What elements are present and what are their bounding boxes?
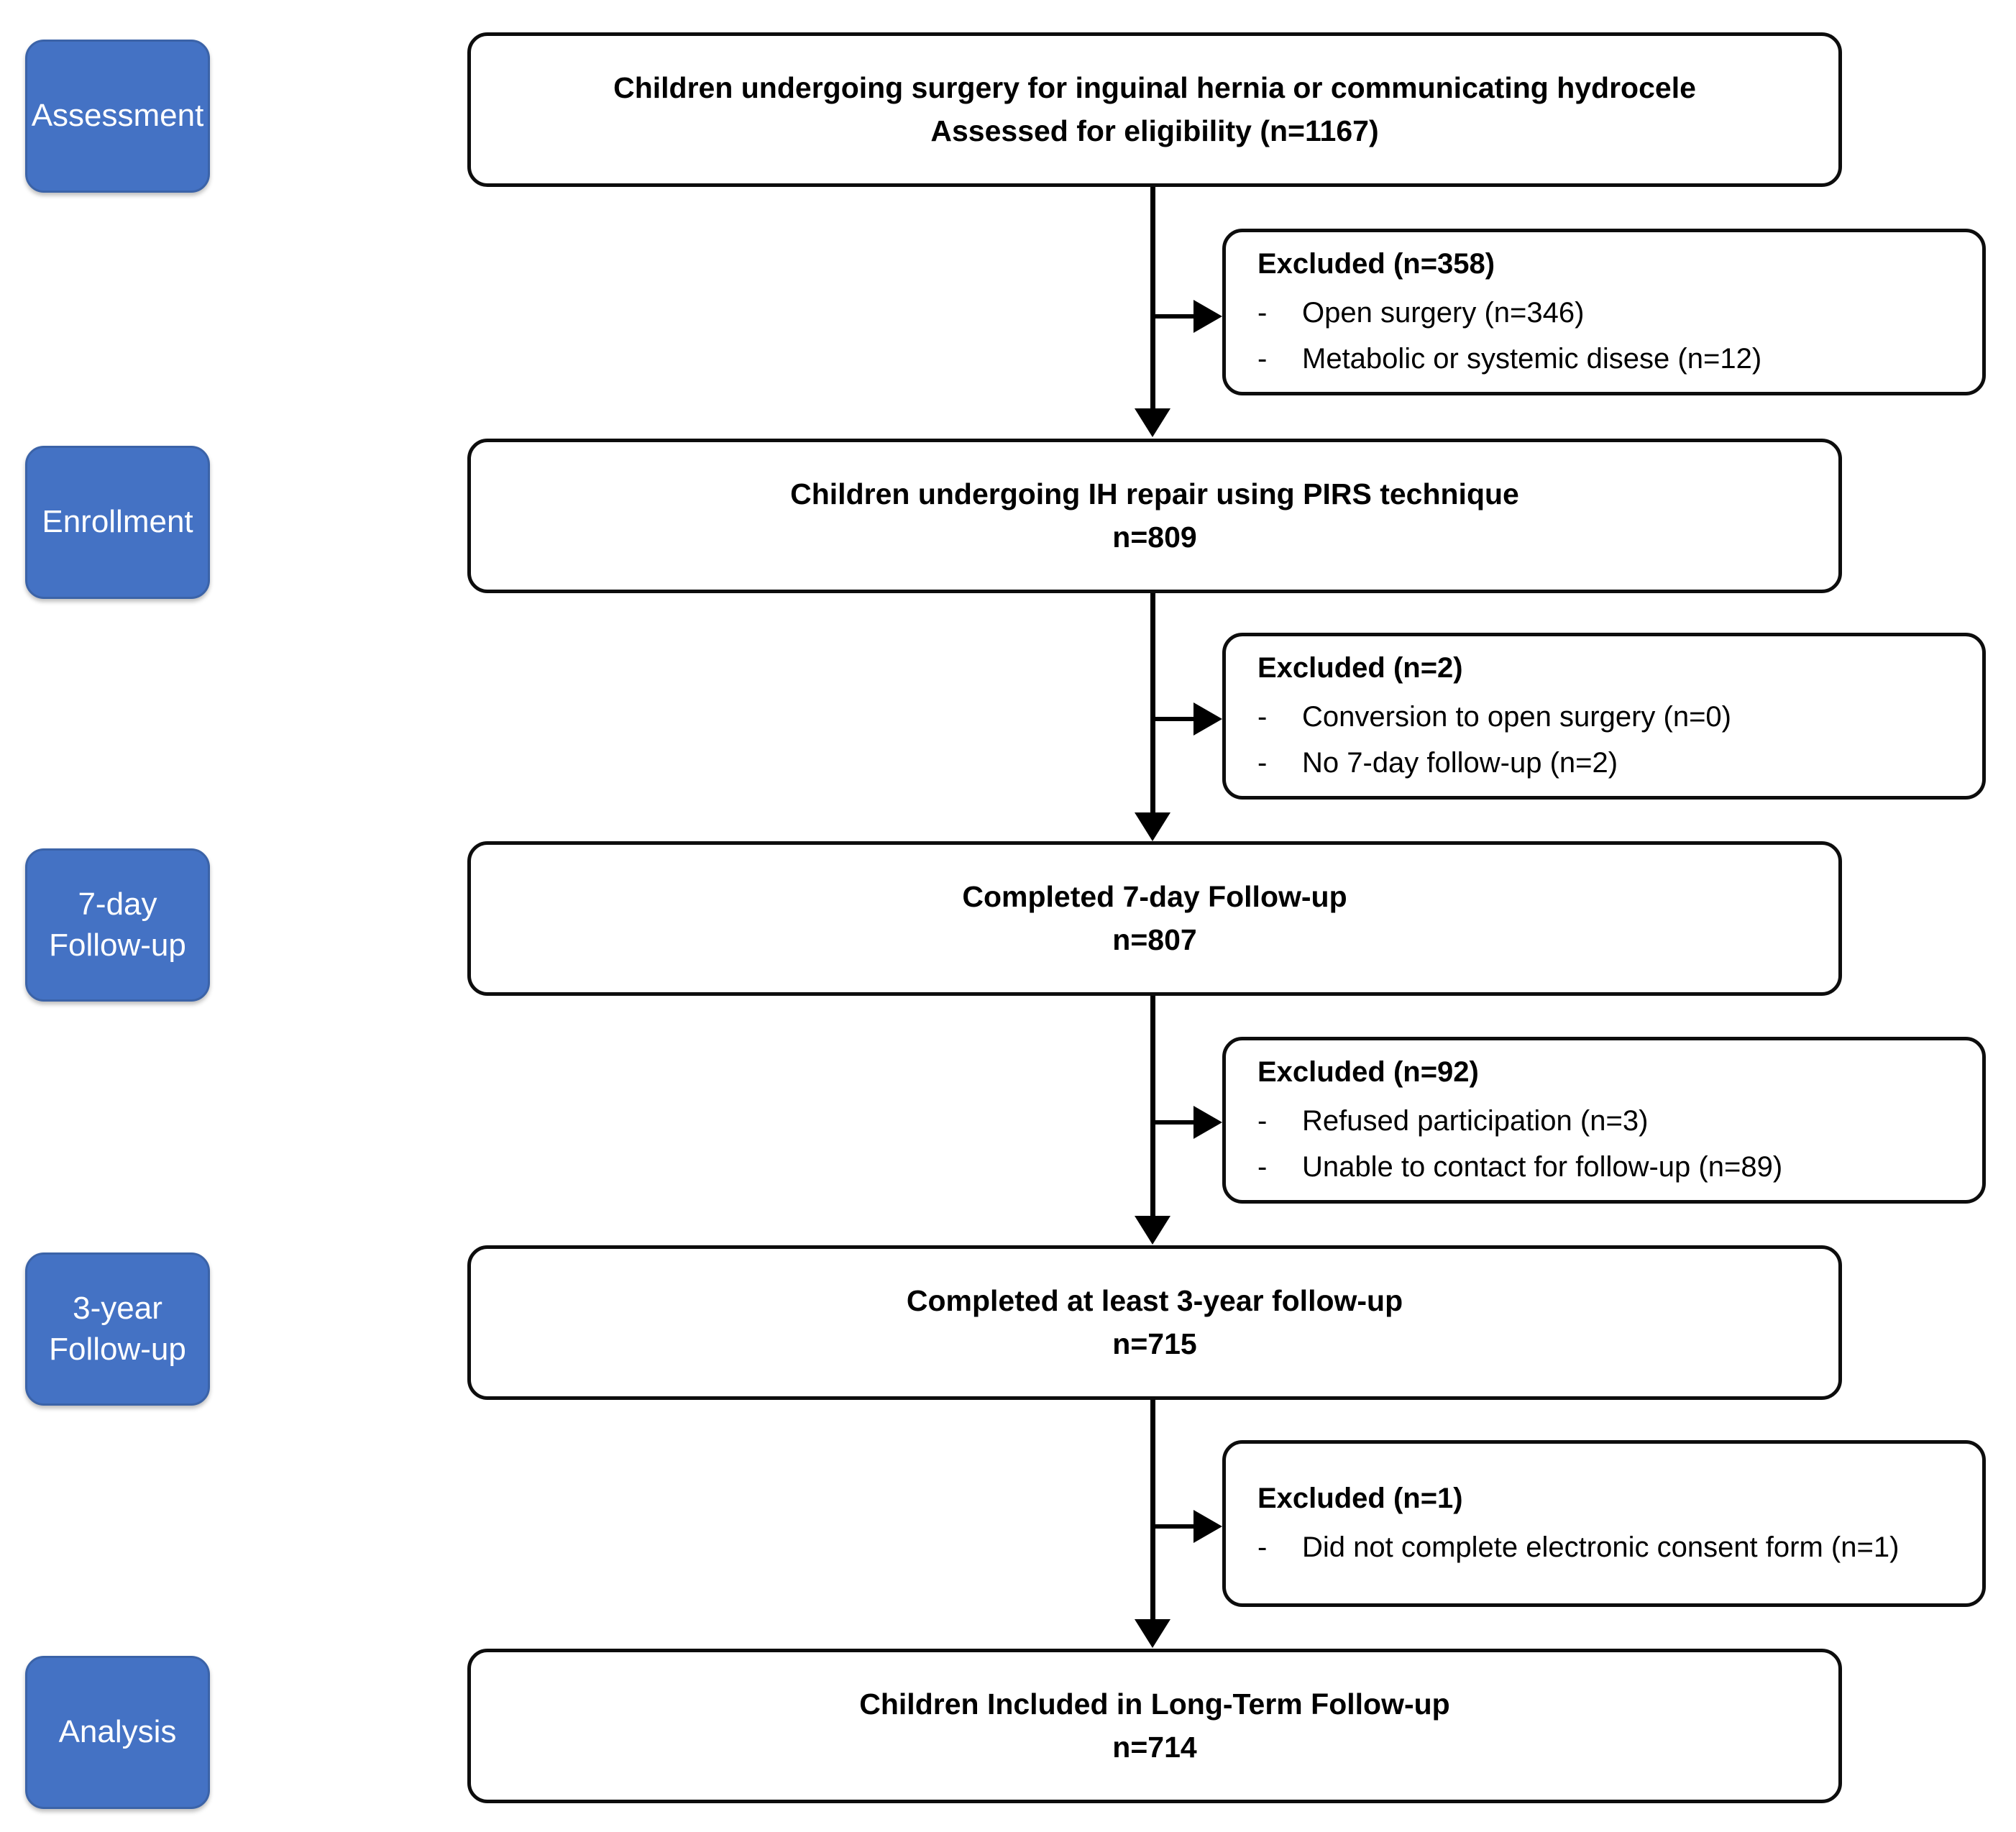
stage-label-text: Enrollment [42, 504, 193, 540]
exclusion-list-item: - No 7-day follow-up (n=2) [1257, 744, 1969, 783]
flow-box-enrolled-pirs: Children undergoing IH repair using PIRS… [467, 439, 1842, 593]
exclusion-list-item: - Unable to contact for follow-up (n=89) [1257, 1148, 1969, 1187]
bullet-dash-icon: - [1257, 747, 1268, 779]
flow-box-line-1: Children undergoing surgery for inguinal… [613, 71, 1696, 105]
exclusion-title: Excluded (n=2) [1257, 652, 1463, 684]
exclusion-item-text: No 7-day follow-up (n=2) [1302, 747, 1618, 779]
stage-label-text-line1: 3-year [73, 1291, 162, 1327]
exclusion-list-item: - Conversion to open surgery (n=0) [1257, 698, 1969, 737]
flow-box-line-1: Children undergoing IH repair using PIRS… [790, 477, 1519, 511]
connector-branch-hline-4 [1154, 1524, 1199, 1529]
connector-branch-hline-2 [1154, 717, 1199, 721]
bullet-dash-icon: - [1257, 1531, 1268, 1564]
exclusion-title: Excluded (n=92) [1257, 1056, 1479, 1089]
bullet-dash-icon: - [1257, 1105, 1268, 1137]
stage-label-enrollment: Enrollment [25, 446, 210, 599]
stage-label-7day-followup: 7-day Follow-up [25, 848, 210, 1002]
exclusion-box-4: Excluded (n=1) - Did not complete electr… [1222, 1440, 1986, 1607]
exclusion-title: Excluded (n=1) [1257, 1483, 1463, 1515]
stage-label-text-line2: Follow-up [49, 1331, 186, 1367]
exclusion-item-text: Unable to contact for follow-up (n=89) [1302, 1151, 1783, 1183]
flow-box-line-1: Children Included in Long-Term Follow-up [859, 1687, 1450, 1721]
connector-vline-3 [1150, 996, 1155, 1219]
connector-arrowhead-down-1 [1135, 408, 1170, 437]
exclusion-item-text: Conversion to open surgery (n=0) [1302, 701, 1731, 733]
flow-box-line-2: Assessed for eligibility (n=1167) [930, 114, 1379, 147]
bullet-dash-icon: - [1257, 343, 1268, 375]
exclusion-item-text: Metabolic or systemic disese (n=12) [1302, 343, 1762, 375]
bullet-dash-icon: - [1257, 701, 1268, 733]
connector-arrowhead-right-3 [1193, 1106, 1222, 1139]
exclusion-title: Excluded (n=358) [1257, 248, 1495, 280]
connector-vline-1 [1150, 187, 1155, 410]
exclusion-list-item: - Refused participation (n=3) [1257, 1102, 1969, 1141]
connector-arrowhead-right-1 [1193, 300, 1222, 333]
exclusion-item-text: Open surgery (n=346) [1302, 297, 1585, 329]
connector-vline-4 [1150, 1400, 1155, 1623]
flow-box-line-2: n=809 [1112, 520, 1197, 554]
stage-label-3year-followup: 3-year Follow-up [25, 1252, 210, 1406]
exclusion-list-item: - Did not complete electronic consent fo… [1257, 1529, 1969, 1567]
flow-box-completed-3year-followup: Completed at least 3-year follow-up n=71… [467, 1245, 1842, 1400]
flow-box-assessed-for-eligibility: Children undergoing surgery for inguinal… [467, 32, 1842, 187]
exclusion-box-3: Excluded (n=92) - Refused participation … [1222, 1037, 1986, 1204]
exclusion-list-item: - Metabolic or systemic disese (n=12) [1257, 340, 1969, 379]
stage-label-text: Analysis [58, 1714, 177, 1750]
stage-label-text-line1: 7-day [78, 887, 157, 922]
connector-branch-hline-3 [1154, 1120, 1199, 1125]
exclusion-box-2: Excluded (n=2) - Conversion to open surg… [1222, 633, 1986, 800]
stage-label-analysis: Analysis [25, 1656, 210, 1809]
flow-box-line-1: Completed 7-day Follow-up [962, 880, 1347, 914]
bullet-dash-icon: - [1257, 297, 1268, 329]
exclusion-list-item: - Open surgery (n=346) [1257, 294, 1969, 333]
flow-box-included-long-term-followup: Children Included in Long-Term Follow-up… [467, 1649, 1842, 1803]
connector-arrowhead-down-4 [1135, 1619, 1170, 1648]
connector-vline-2 [1150, 593, 1155, 816]
flow-box-line-2: n=807 [1112, 922, 1197, 956]
exclusion-item-text: Did not complete electronic consent form… [1302, 1531, 1900, 1564]
flow-box-line-2: n=714 [1112, 1730, 1197, 1764]
stage-label-text-line2: Follow-up [49, 927, 186, 963]
connector-arrowhead-right-4 [1193, 1510, 1222, 1543]
connector-arrowhead-down-2 [1135, 812, 1170, 841]
exclusion-item-text: Refused participation (n=3) [1302, 1105, 1649, 1137]
stage-label-text: Assessment [31, 98, 204, 134]
flow-box-line-1: Completed at least 3-year follow-up [906, 1284, 1403, 1318]
connector-branch-hline-1 [1154, 314, 1199, 319]
connector-arrowhead-right-2 [1193, 702, 1222, 736]
exclusion-box-1: Excluded (n=358) - Open surgery (n=346) … [1222, 229, 1986, 395]
flow-box-completed-7day-followup: Completed 7-day Follow-up n=807 [467, 841, 1842, 996]
flow-box-line-2: n=715 [1112, 1327, 1197, 1360]
connector-arrowhead-down-3 [1135, 1216, 1170, 1245]
stage-label-assessment: Assessment [25, 40, 210, 193]
bullet-dash-icon: - [1257, 1151, 1268, 1183]
